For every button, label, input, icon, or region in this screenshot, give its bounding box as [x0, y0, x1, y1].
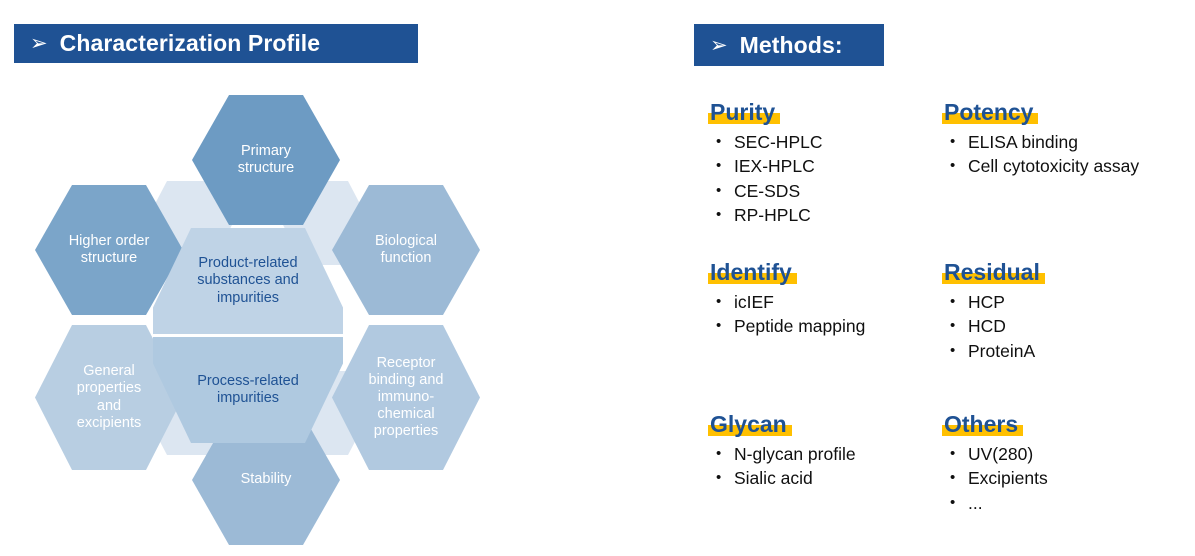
highlight-bar	[708, 425, 792, 437]
list-item: • RP-HPLC	[708, 204, 823, 227]
bullet-icon: •	[716, 157, 722, 175]
method-list-glycan: • N-glycan profile • Sialic acid	[708, 443, 856, 491]
bullet-icon: •	[716, 293, 722, 311]
bullet-icon: •	[950, 293, 956, 311]
list-item: • SEC-HPLC	[708, 131, 823, 154]
method-group-identify: Identify • icIEF • Peptide mapping	[708, 260, 865, 340]
highlight-bar	[942, 273, 1045, 285]
bullet-icon: •	[716, 317, 722, 335]
method-heading-glycan: Glycan	[708, 412, 792, 437]
bullet-icon: •	[716, 133, 722, 151]
highlight-bar	[942, 425, 1024, 437]
bullet-icon: •	[950, 445, 956, 463]
bullet-icon: •	[950, 341, 956, 359]
characterization-profile-title-bar: ➢ Characterization Profile	[14, 24, 418, 63]
method-heading-purity: Purity	[708, 100, 781, 125]
hexagon-stability-label: Stability	[240, 471, 292, 488]
method-group-others: Others • UV(280) • Excipients • ...	[942, 412, 1048, 516]
list-item: • Peptide mapping	[708, 315, 865, 338]
list-item: • ELISA binding	[942, 131, 1139, 154]
chevron-right-icon: ➢	[710, 32, 728, 57]
method-group-glycan: Glycan • N-glycan profile • Sialic acid	[708, 412, 856, 492]
bullet-icon: •	[950, 317, 956, 335]
method-list-potency: • ELISA binding • Cell cytotoxicity assa…	[942, 131, 1139, 179]
method-list-identify: • icIEF • Peptide mapping	[708, 291, 865, 339]
bullet-icon: •	[716, 445, 722, 463]
method-heading-potency: Potency	[942, 100, 1039, 125]
bullet-icon: •	[950, 157, 956, 175]
list-item: • N-glycan profile	[708, 443, 856, 466]
method-heading-identify: Identify	[708, 260, 797, 285]
list-item: • IEX-HPLC	[708, 155, 823, 178]
bullet-icon: •	[950, 133, 956, 151]
method-group-purity: Purity • SEC-HPLC • IEX-HPLC • CE-SDS • …	[708, 100, 823, 228]
list-item: • HCP	[942, 291, 1045, 314]
list-item: • Sialic acid	[708, 467, 856, 490]
bullet-icon: •	[716, 469, 722, 487]
method-list-purity: • SEC-HPLC • IEX-HPLC • CE-SDS • RP-HPLC	[708, 131, 823, 227]
bullet-icon: •	[950, 493, 956, 511]
methods-panel: Purity • SEC-HPLC • IEX-HPLC • CE-SDS • …	[694, 92, 1194, 552]
methods-title: Methods:	[739, 31, 843, 58]
list-item: • UV(280)	[942, 443, 1048, 466]
list-item: • icIEF	[708, 291, 865, 314]
method-group-potency: Potency • ELISA binding • Cell cytotoxic…	[942, 100, 1139, 180]
list-item: • HCD	[942, 315, 1045, 338]
bullet-icon: •	[716, 181, 722, 199]
list-item: • CE-SDS	[708, 180, 823, 203]
list-item: • Excipients	[942, 467, 1048, 490]
chevron-right-icon: ➢	[30, 31, 48, 55]
highlight-bar	[942, 113, 1039, 125]
bullet-icon: •	[716, 205, 722, 223]
characterization-profile-title: Characterization Profile	[59, 30, 321, 56]
highlight-bar	[708, 113, 781, 125]
method-list-others: • UV(280) • Excipients • ...	[942, 443, 1048, 515]
bullet-icon: •	[950, 469, 956, 487]
method-group-residual: Residual • HCP • HCD • ProteinA	[942, 260, 1045, 364]
list-item: • Cell cytotoxicity assay	[942, 155, 1139, 178]
list-item: • ...	[942, 492, 1048, 515]
list-item: • ProteinA	[942, 340, 1045, 363]
methods-title-bar: ➢ Methods:	[694, 24, 884, 66]
method-list-residual: • HCP • HCD • ProteinA	[942, 291, 1045, 363]
method-heading-others: Others	[942, 412, 1024, 437]
method-heading-residual: Residual	[942, 260, 1045, 285]
highlight-bar	[708, 273, 797, 285]
